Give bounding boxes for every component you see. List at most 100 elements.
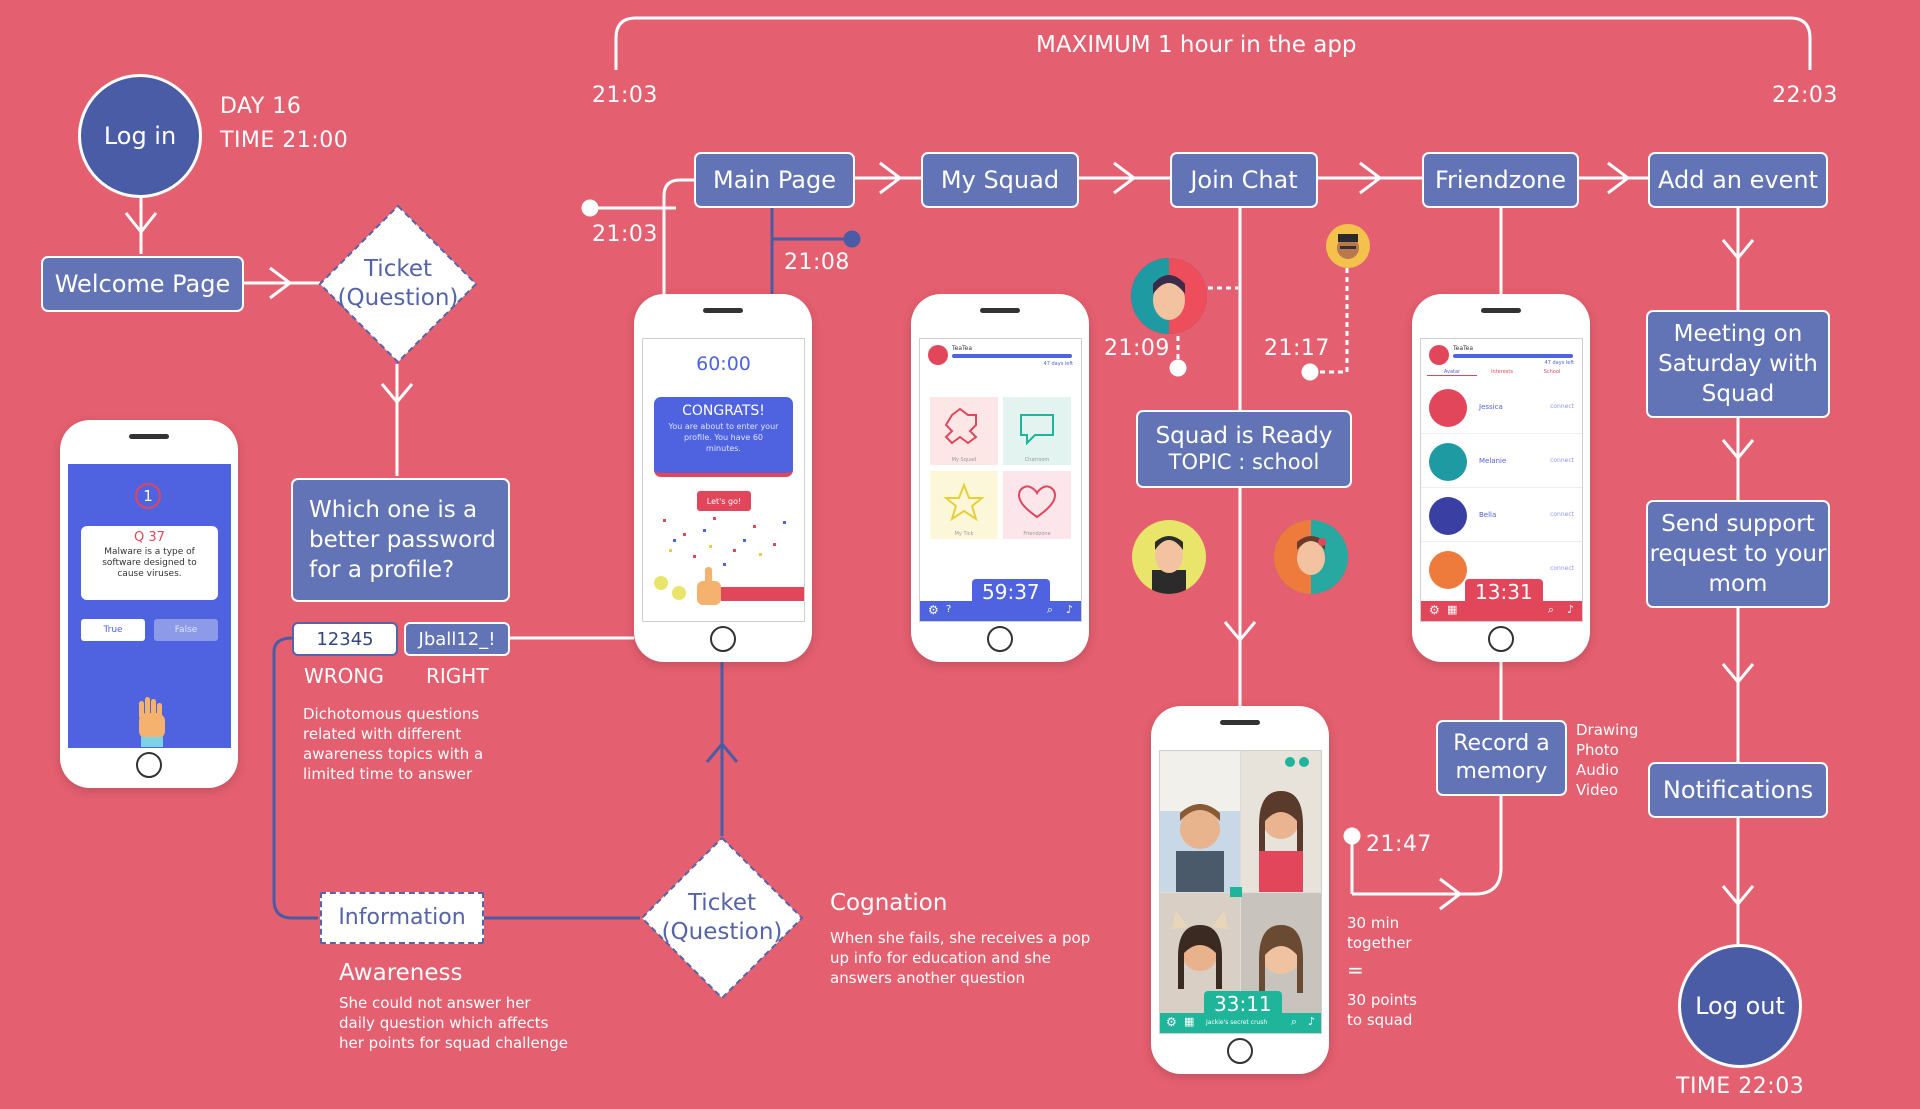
wrong-label: WRONG xyxy=(304,664,384,688)
welcome-page-node[interactable]: Welcome Page xyxy=(41,256,244,312)
heart-icon xyxy=(1017,485,1057,519)
bell-icon[interactable]: ♪ xyxy=(1065,603,1073,616)
notifications-node[interactable]: Notifications xyxy=(1648,762,1828,818)
friendzone-node[interactable]: Friendzone xyxy=(1422,152,1579,208)
squad-ready-node[interactable]: Squad is Ready TOPIC : school xyxy=(1136,410,1352,488)
information-node[interactable]: Information xyxy=(320,892,484,944)
friend-connect-button[interactable]: connect xyxy=(1550,511,1574,518)
cognation-description: When she fails, she receives a pop up in… xyxy=(830,929,1091,987)
settings-icon[interactable]: ⚙ xyxy=(1429,603,1440,617)
friend-row[interactable]: Jessica connect xyxy=(1421,381,1582,434)
retry-ticket-node[interactable]: Ticket(Question) xyxy=(640,836,804,1000)
friend-avatar xyxy=(1429,551,1467,589)
friend-progress-bar xyxy=(1453,354,1573,358)
friend-connect-button[interactable]: connect xyxy=(1550,565,1574,572)
lets-go-button[interactable]: Let's go! xyxy=(697,491,751,511)
boy-video-icon xyxy=(1160,751,1240,892)
ticket-diamond-shape xyxy=(318,204,478,364)
branch-time: 21:08 xyxy=(784,250,850,275)
login-node[interactable]: Log in xyxy=(78,74,202,198)
quiz-false-button[interactable]: False xyxy=(154,619,218,641)
main-home-button xyxy=(710,626,736,652)
main-page-node[interactable]: Main Page xyxy=(694,152,855,208)
settings-icon[interactable]: ⚙ xyxy=(928,603,939,617)
friend-name: Bella xyxy=(1479,511,1497,519)
close-icon[interactable] xyxy=(1299,757,1309,767)
video-timer: 33:11 xyxy=(1204,991,1282,1017)
friend-bottom-bar: ⚙ ▦ ⌕ ♪ xyxy=(1421,601,1582,621)
right-label: RIGHT xyxy=(426,664,489,688)
girl-video-icon xyxy=(1259,791,1303,892)
friend-connect-button[interactable]: connect xyxy=(1550,403,1574,410)
call-time: 21:47 xyxy=(1366,832,1432,857)
add-event-node[interactable]: Add an event xyxy=(1648,152,1828,208)
answer-right-option[interactable]: Jball12_! xyxy=(404,622,510,656)
support-request-node[interactable]: Send support request to your mom xyxy=(1646,500,1830,608)
avatar-girl-half xyxy=(1131,258,1207,334)
tile-label: Chatroom xyxy=(1024,457,1050,463)
tile-label: My Squad xyxy=(951,457,977,463)
memory-points: 30 points to squad xyxy=(1347,991,1417,1029)
day-label: DAY 16 xyxy=(220,94,302,119)
friend-avatar xyxy=(1429,443,1467,481)
tile-my-squad[interactable]: My Squad xyxy=(930,397,998,465)
bell-icon[interactable]: ♪ xyxy=(1307,1015,1315,1028)
friend-row[interactable]: Bella connect xyxy=(1421,489,1582,542)
search-icon[interactable]: ⌕ xyxy=(1046,603,1053,616)
avatar-boy-small xyxy=(1326,224,1370,268)
awareness-title: Awareness xyxy=(339,960,463,986)
join-time-2: 21:17 xyxy=(1264,336,1330,361)
quiz-screen: 1 Q 37 Malware is a type of software des… xyxy=(68,464,231,748)
squad-ready-topic: TOPIC : school xyxy=(1168,450,1320,474)
logout-node[interactable]: Log out xyxy=(1678,944,1802,1068)
settings-icon[interactable]: ⚙ xyxy=(1166,1015,1177,1029)
grid-icon[interactable]: ▦ xyxy=(1184,1015,1195,1028)
join-chat-node[interactable]: Join Chat xyxy=(1170,152,1318,208)
friend-days-left: 47 days left xyxy=(1544,360,1574,366)
start-time-label: 21:03 xyxy=(592,83,658,108)
bell-icon[interactable]: ♪ xyxy=(1566,603,1574,616)
search-icon[interactable]: ⌕ xyxy=(1547,603,1554,616)
grid-icon[interactable]: ▦ xyxy=(1447,603,1458,616)
chat-icon[interactable] xyxy=(1230,887,1242,897)
friend-tab-school[interactable]: School xyxy=(1543,369,1561,375)
friend-tab-avatar[interactable]: Avatar xyxy=(1427,369,1477,376)
help-icon[interactable]: ? xyxy=(946,604,952,615)
video-bottom-bar: ⚙ ▦ Jackie's secret crush ⌕ ♪ xyxy=(1160,1013,1321,1033)
memory-type: Audio xyxy=(1576,761,1619,779)
retry-ticket-line2: (Question) xyxy=(661,919,783,945)
search-icon[interactable]: ⌕ xyxy=(1290,1015,1297,1028)
squad-timer: 59:37 xyxy=(972,579,1050,605)
friend-avatar xyxy=(1429,497,1467,535)
answer-wrong-option[interactable]: 12345 xyxy=(292,622,398,656)
quiz-question-number: Q 37 xyxy=(134,530,165,545)
password-question-node[interactable]: Which one is a better password for a pro… xyxy=(291,478,510,602)
chat-bubble-icon xyxy=(1020,414,1054,446)
boy-face-icon xyxy=(1337,234,1359,259)
video-home-button xyxy=(1227,1038,1253,1064)
friend-tab-interests[interactable]: Interests xyxy=(1491,369,1513,375)
friend-row[interactable]: connect xyxy=(1421,543,1582,595)
tile-friendzone[interactable]: Friendzone xyxy=(1003,471,1071,539)
video-tile-boy xyxy=(1160,751,1240,892)
squad-ready-title: Squad is Ready xyxy=(1155,423,1333,449)
meeting-event-node[interactable]: Meeting on Saturday with Squad xyxy=(1646,310,1830,418)
my-squad-node[interactable]: My Squad xyxy=(921,152,1079,208)
record-memory-node[interactable]: Record a memory xyxy=(1436,720,1567,796)
avatar-boy-suit xyxy=(1132,520,1206,594)
friend-connect-button[interactable]: connect xyxy=(1550,457,1574,464)
video-caption: Jackie's secret crush xyxy=(1206,1019,1268,1026)
memory-type: Photo xyxy=(1576,741,1619,759)
friend-user-avatar xyxy=(1429,345,1449,365)
mute-icon[interactable] xyxy=(1285,757,1295,767)
quiz-true-button[interactable]: True xyxy=(81,619,145,641)
tile-my-tick[interactable]: My Tick xyxy=(930,471,998,539)
tile-chatroom[interactable]: Chatroom xyxy=(1003,397,1071,465)
friend-row[interactable]: Melanie connect xyxy=(1421,435,1582,488)
star-icon xyxy=(943,482,985,522)
memory-type: Video xyxy=(1576,781,1619,799)
confetti-illustration xyxy=(654,517,804,605)
cognation-title: Cognation xyxy=(830,890,948,916)
ticket-label-line2: (Question) xyxy=(337,285,459,311)
ticket-question-node[interactable]: Ticket(Question) xyxy=(318,204,478,364)
